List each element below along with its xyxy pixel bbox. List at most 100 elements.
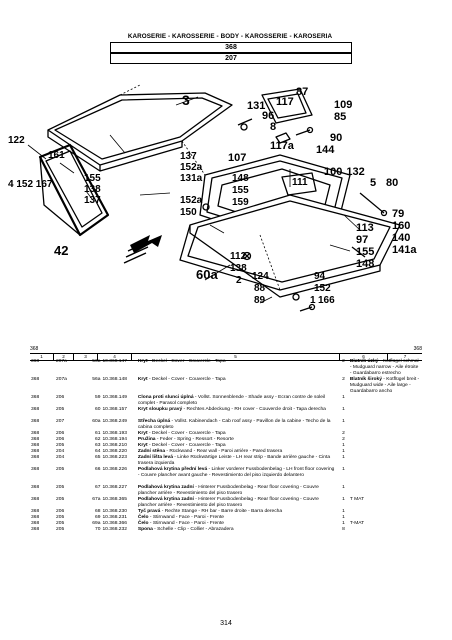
col-number-7: 7	[403, 354, 407, 359]
description-translations: - Linke Rückwärtige Leiste - LH rear str…	[137, 455, 331, 466]
figure-cell: 205	[56, 443, 65, 448]
quantity-cell: 1	[342, 449, 345, 454]
callout-161: 161	[48, 150, 65, 161]
position-cell: 69a	[92, 521, 101, 526]
description-primary: Podlahová krytina přední levá	[137, 467, 208, 472]
callout-160: 160	[392, 220, 410, 232]
callout-88: 88	[254, 283, 266, 294]
description-primary: Kryt	[137, 431, 148, 436]
group-cell: 368	[31, 449, 40, 454]
description-cell: Kryt - Deckel - Cover - Couvercle - Tapa	[137, 443, 336, 449]
callout-107: 107	[228, 152, 246, 164]
cab-roof-diagram: 3 122 161 4 152 167 155 138 137 42 60a 1…	[8, 84, 417, 312]
description-primary: Tyč pravá	[137, 509, 161, 514]
position-cell: 59	[95, 395, 101, 400]
callout-3: 3	[182, 92, 190, 108]
note-cell	[346, 485, 422, 497]
group-cell: 368	[31, 443, 40, 448]
note-cell	[346, 527, 422, 533]
callout-155c: 155	[356, 246, 374, 258]
note-cell	[346, 407, 422, 419]
part-number-cell: 10.368.157	[102, 407, 127, 412]
position-cell: 60a	[92, 419, 101, 424]
position-cell: 60	[95, 407, 101, 412]
description-cell: Zadní lišta levá - Linke Rückwärtige Lei…	[137, 455, 336, 467]
note-cell: T-MAT	[346, 521, 422, 527]
callout-89: 89	[254, 295, 266, 306]
callout-155: 155	[84, 173, 101, 184]
callout-94: 94	[314, 271, 326, 282]
callout-85: 85	[334, 111, 346, 123]
quantity-cell: 2	[342, 437, 345, 442]
callout-122: 122	[8, 135, 25, 146]
col-number-1: 1	[30, 354, 54, 360]
callout-90: 90	[330, 132, 342, 144]
quantity-cell: 1	[342, 395, 345, 400]
position-cell: 56a	[92, 377, 101, 382]
callout-97: 97	[356, 234, 368, 246]
description-cell: Clona proti slunci úplná - Vollst. Sonne…	[137, 395, 336, 407]
part-number-cell: 10.368.226	[102, 467, 127, 472]
note-cell	[346, 455, 422, 467]
quantity-cell: 1	[342, 521, 345, 526]
note-translations: T-MAT	[349, 521, 365, 526]
description-cell: Zadní stěna - Rückwand - Rear wall - Par…	[137, 449, 336, 455]
description-cell: Kryt - Deckel - Cover - Couvercle - Tapa	[137, 431, 336, 437]
callout-166: 166	[318, 295, 335, 306]
callout-131a: 131a	[180, 173, 203, 184]
group-cell: 368	[31, 521, 40, 526]
figure-number-box: 207	[110, 53, 352, 64]
part-number-cell: 10.368.232	[102, 527, 127, 532]
table-right-ref: 368	[413, 346, 422, 352]
position-cell: 64	[95, 449, 101, 454]
group-cell: 368	[31, 509, 40, 514]
figure-cell: 205	[56, 527, 65, 532]
description-translations: - Rechte Stange - RH bar - Barre droite …	[160, 509, 283, 514]
part-number-cell: 10.368.210	[102, 443, 127, 448]
group-number-box: 368	[110, 42, 352, 53]
quantity-cell: 1	[342, 497, 345, 502]
callout-148: 148	[232, 173, 249, 184]
description-translations: - Deckel - Cover - Couvercle - Tapa	[147, 443, 226, 448]
callout-159: 159	[232, 197, 249, 208]
description-translations: - Schelle - Clip - Collier - Abrazadera	[152, 527, 234, 532]
callout-132: 132	[346, 166, 364, 178]
quantity-cell: 2	[342, 377, 345, 382]
position-cell: 65	[95, 455, 101, 460]
description-translations: - Vollst. Sonnenblende - Shade assy - Ec…	[137, 395, 326, 406]
callout-42: 42	[54, 243, 68, 258]
description-primary: Kryt sloupku pravý	[137, 407, 183, 412]
part-number-cell: 10.368.148	[102, 377, 127, 382]
table-column-numbers: 1 2 3 4 5 6 7	[30, 353, 422, 361]
description-translations: - Hinterer Fussbodenbelag - Rear floor c…	[137, 485, 319, 496]
figure-cell: 206	[56, 395, 65, 400]
quantity-cell: 1	[342, 467, 345, 472]
part-number-cell: 10.368.366	[102, 521, 127, 526]
note-cell: T MAT	[346, 497, 422, 509]
quantity-cell: 1	[342, 407, 345, 412]
callout-4-152-167: 4 152 167	[8, 179, 53, 190]
description-cell: Čelo - Stirnwand - Face - Paroi - Frente	[137, 521, 336, 527]
group-cell: 368	[31, 377, 40, 382]
description-primary: Čelo	[137, 515, 149, 520]
note-translations: - Kotflügel schmal - Mudguard narrow - A…	[349, 359, 419, 376]
description-cell: Tyč pravá - Rechte Stange - RH bar - Bar…	[137, 509, 336, 515]
figure-cell: 205	[56, 407, 65, 412]
group-cell: 368	[31, 407, 40, 412]
callout-96: 96	[262, 110, 274, 122]
callout-111: 111	[292, 177, 308, 188]
note-cell	[346, 419, 422, 431]
figure-cell: 205	[56, 515, 65, 520]
figure-cell: 205	[56, 521, 65, 526]
quantity-cell: 1	[342, 485, 345, 490]
figure-cell: 207a	[56, 377, 67, 382]
note-cell	[346, 395, 422, 407]
